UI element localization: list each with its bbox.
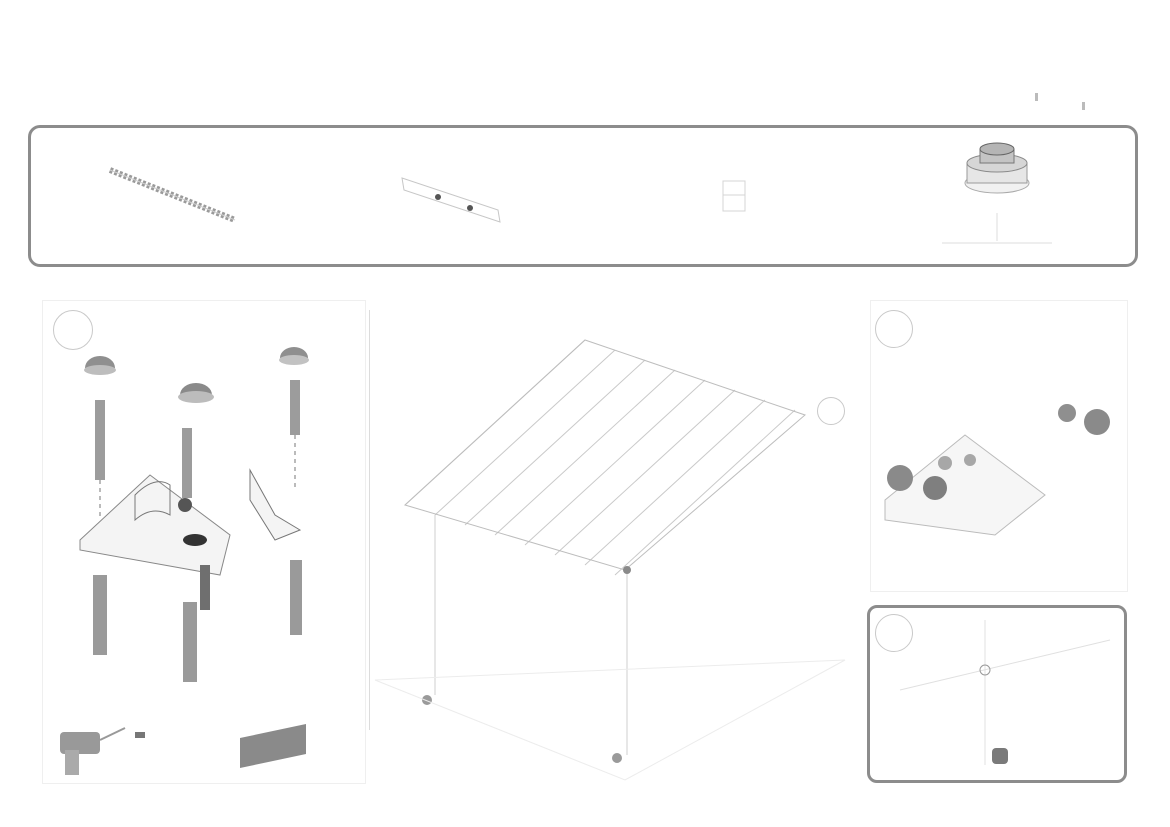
pergola-frame-illustration (374, 339, 846, 781)
foot-detail-illustration (899, 620, 1111, 765)
drill-tool-icon (60, 727, 145, 775)
parts-box (28, 125, 1138, 267)
cap-nut-icon (942, 142, 1052, 244)
step2-number-circle (817, 397, 845, 425)
bracket-bar-icon (401, 177, 501, 223)
corner-bracket-illustration (884, 404, 1110, 536)
anchor-screw-icon (108, 167, 237, 223)
small-clip-icon (722, 180, 746, 212)
step3-panel (870, 300, 1128, 592)
corner-marks (1035, 93, 1085, 110)
foot-detail-box (867, 605, 1127, 783)
anchor-assembly-illustration (79, 347, 309, 682)
main-divider (369, 310, 370, 730)
step1-panel (42, 300, 366, 784)
step4-number-circle (875, 614, 913, 652)
step3-number-circle (875, 310, 913, 348)
step1-number-circle (53, 310, 93, 350)
